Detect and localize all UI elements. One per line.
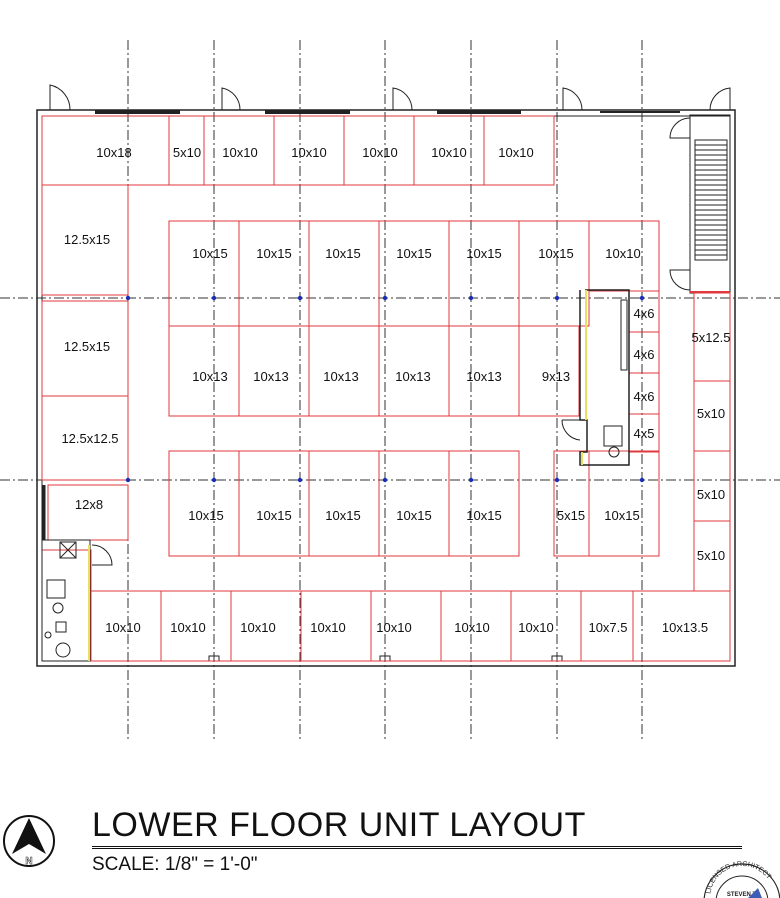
- unit-label: 10x10: [310, 620, 345, 635]
- unit-label: 5x10: [697, 406, 725, 421]
- unit-label: 12.5x15: [64, 232, 110, 247]
- floor-plan: 10x18 5x10 10x10 10x10 10x10 10x10 10x10…: [0, 40, 780, 740]
- unit-label: 10x13: [192, 369, 227, 384]
- column-grid-lines: [0, 40, 780, 740]
- unit-label: 10x13: [395, 369, 430, 384]
- unit-label: 10x10: [605, 246, 640, 261]
- seal-name: STEVEN T.: [727, 892, 758, 898]
- unit-label: 10x15: [604, 508, 639, 523]
- unit-label: 10x15: [188, 508, 223, 523]
- north-label: N: [25, 856, 32, 867]
- unit-label: 5x12.5: [691, 330, 730, 345]
- building-walls: [36, 84, 736, 667]
- unit-label: 9x13: [542, 369, 570, 384]
- unit-label: 10x10: [362, 145, 397, 160]
- unit-label: 4x6: [634, 347, 655, 362]
- unit-label: 5x10: [173, 145, 201, 160]
- unit-label: 10x18: [96, 145, 131, 160]
- stairwell: [669, 114, 731, 294]
- unit-label: 10x10: [222, 145, 257, 160]
- unit-label: 10x15: [256, 246, 291, 261]
- office-area: [41, 289, 630, 662]
- unit-label: 10x15: [325, 508, 360, 523]
- unit-label: 10x10: [431, 145, 466, 160]
- unit-label: 5x10: [697, 487, 725, 502]
- unit-label: 5x15: [557, 508, 585, 523]
- page-title: LOWER FLOOR UNIT LAYOUT: [92, 806, 586, 844]
- scale-note: SCALE: 1/8" = 1'-0": [92, 854, 258, 875]
- north-arrow-icon: N: [3, 815, 55, 867]
- unit-label: 10x13: [466, 369, 501, 384]
- unit-label: 12.5x12.5: [61, 431, 118, 446]
- unit-label: 10x10: [518, 620, 553, 635]
- unit-label: 12.5x15: [64, 339, 110, 354]
- unit-label: 10x10: [291, 145, 326, 160]
- architect-seal: LICENSED ARCHITECT STEVEN T.: [703, 861, 780, 898]
- unit-label: 10x15: [466, 508, 501, 523]
- unit-label: 4x5: [634, 426, 655, 441]
- unit-label: 4x6: [634, 306, 655, 321]
- unit-label: 4x6: [634, 389, 655, 404]
- structural-columns: [125, 295, 645, 483]
- unit-label: 5x10: [697, 548, 725, 563]
- unit-label: 10x15: [256, 508, 291, 523]
- unit-label: 10x15: [396, 508, 431, 523]
- unit-label: 12x8: [75, 497, 103, 512]
- unit-labels: 10x18 5x10 10x10 10x10 10x10 10x10 10x10…: [61, 145, 730, 635]
- unit-label: 10x10: [498, 145, 533, 160]
- unit-label: 10x15: [325, 246, 360, 261]
- unit-label: 10x15: [396, 246, 431, 261]
- unit-label: 10x10: [240, 620, 275, 635]
- unit-label: 10x15: [192, 246, 227, 261]
- unit-label: 10x10: [105, 620, 140, 635]
- unit-label: 10x15: [466, 246, 501, 261]
- unit-label: 10x13: [323, 369, 358, 384]
- unit-label: 10x13.5: [662, 620, 708, 635]
- unit-label: 10x10: [376, 620, 411, 635]
- unit-label: 10x10: [170, 620, 205, 635]
- title-underline: [92, 846, 742, 849]
- unit-label: 10x15: [538, 246, 573, 261]
- storage-units: [41, 115, 731, 662]
- unit-label: 10x10: [454, 620, 489, 635]
- unit-label: 10x13: [253, 369, 288, 384]
- unit-label: 10x7.5: [588, 620, 627, 635]
